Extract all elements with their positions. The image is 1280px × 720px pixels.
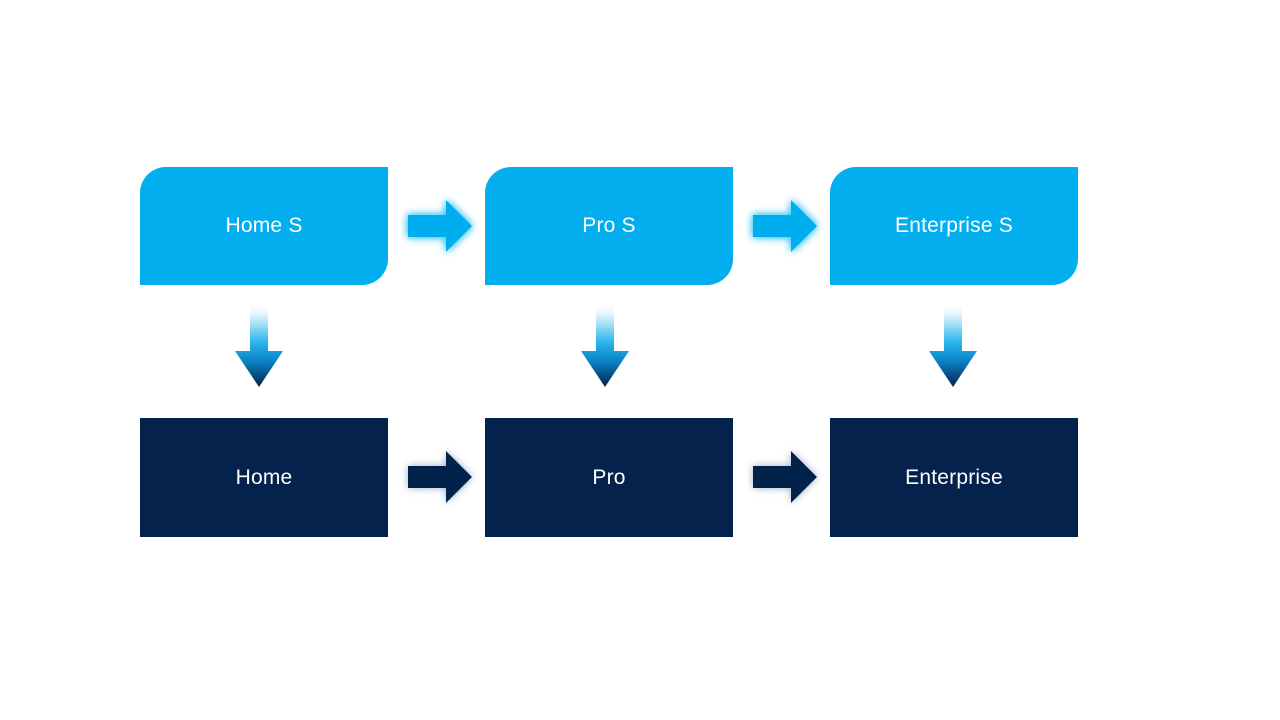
connector-enterprise-s-to-enterprise [922,303,984,389]
node-label-enterprise-s: Enterprise S [895,214,1013,238]
node-enterprise-s[interactable]: Enterprise S [830,167,1078,285]
node-label-enterprise: Enterprise [905,465,1003,489]
connector-home-to-pro [404,444,476,510]
node-pro[interactable]: Pro [485,418,733,537]
node-label-home: Home [235,465,293,489]
node-label-pro-s: Pro S [582,214,636,238]
arrow-down-icon [235,305,283,387]
node-label-pro: Pro [592,465,626,489]
node-label-home-s: Home S [225,214,303,238]
connector-pro-to-enterprise [749,444,821,510]
connector-pro-s-to-enterprise-s [749,193,821,259]
node-pro-s[interactable]: Pro S [485,167,733,285]
arrow-right-icon [408,200,472,252]
arrow-right-icon [408,451,472,503]
arrow-down-icon [929,305,977,387]
connector-home-s-to-pro-s [404,193,476,259]
arrow-right-icon [753,451,817,503]
arrow-right-icon [753,200,817,252]
connector-home-s-to-home [228,303,290,389]
node-home-s[interactable]: Home S [140,167,388,285]
arrow-down-icon [581,305,629,387]
node-home[interactable]: Home [140,418,388,537]
connector-pro-s-to-pro [574,303,636,389]
node-enterprise[interactable]: Enterprise [830,418,1078,537]
